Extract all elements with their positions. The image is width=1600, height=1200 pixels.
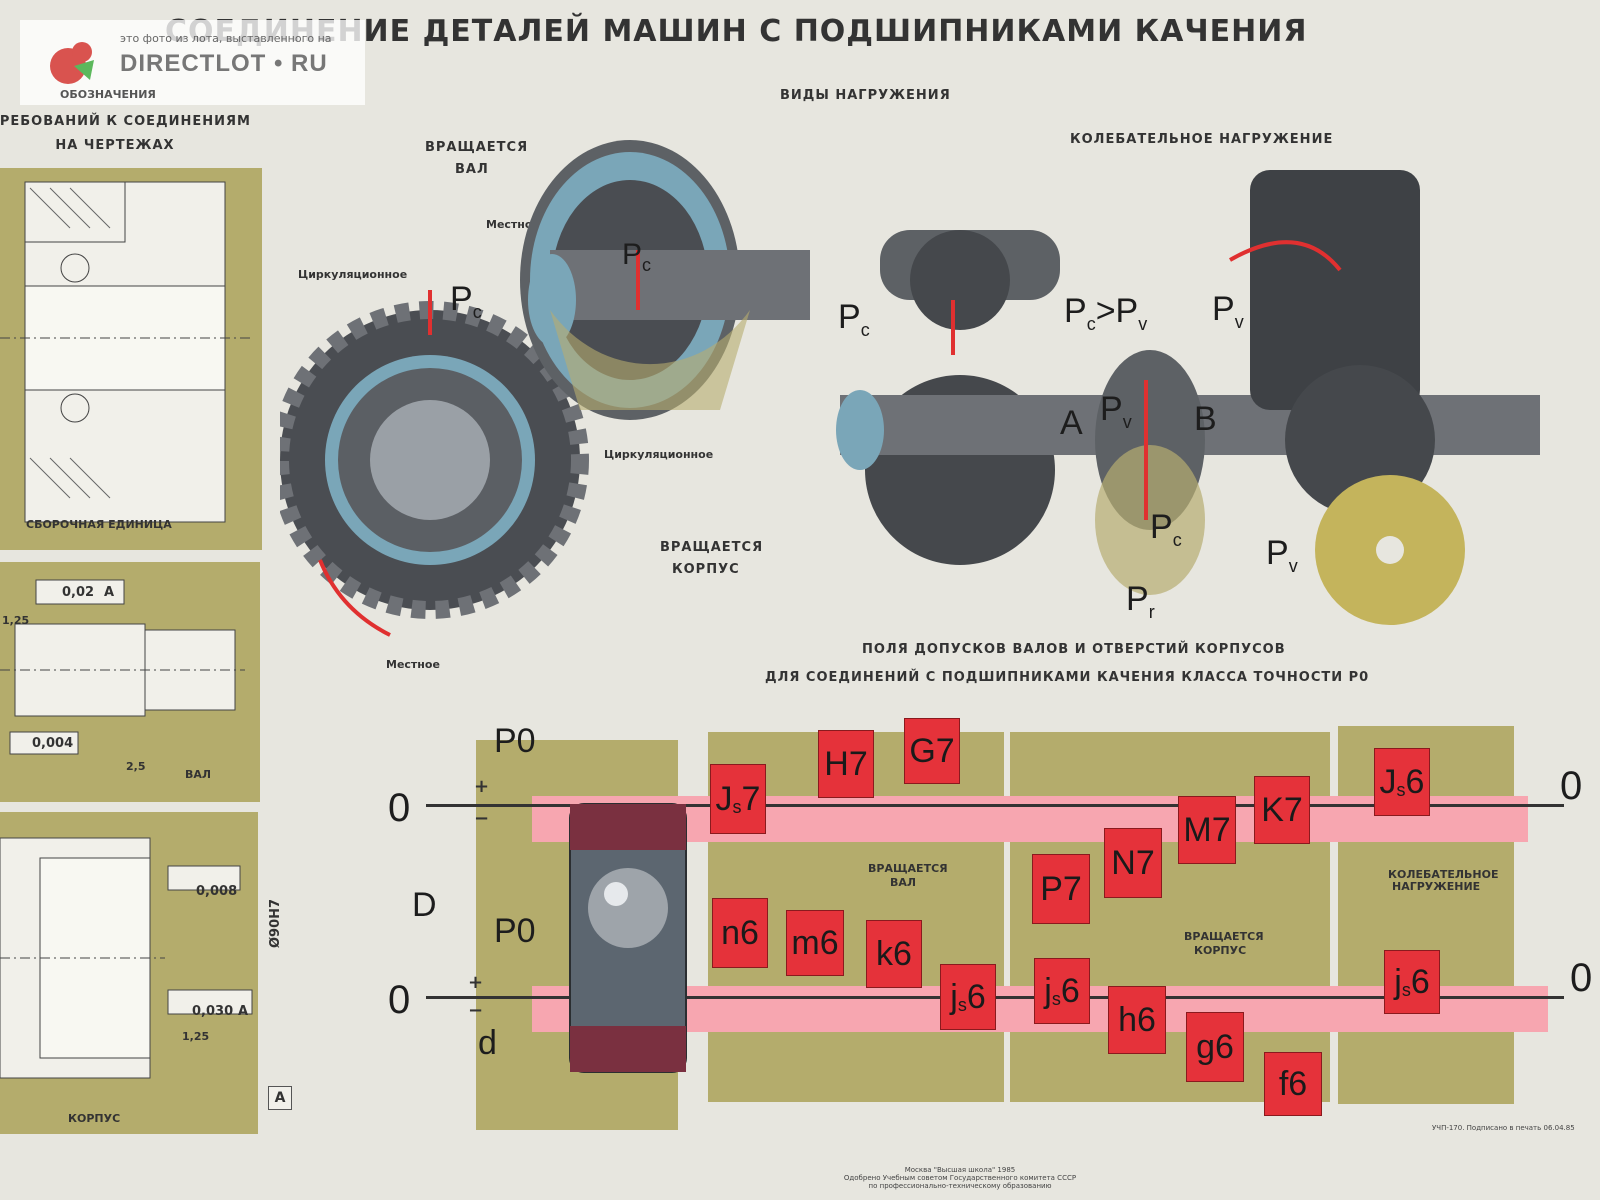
footer-code: УЧП-170. Подписано в печать 06.04.85 — [1432, 1124, 1575, 1132]
left-heading-1: ТРЕБОВАНИЙ К СОЕДИНЕНИЯМ — [0, 114, 251, 129]
circulating-label-bottom: Циркуляционное — [604, 448, 714, 461]
housing-drawing — [0, 837, 291, 1103]
plus-upper: + — [474, 776, 490, 797]
shaft-panel — [0, 562, 260, 802]
point-b-label: B — [1194, 400, 1217, 438]
housing-dimension: Ø90H7 — [268, 898, 283, 948]
minus-lower: − — [468, 1000, 484, 1021]
bearing-rotating-shaft — [520, 140, 810, 420]
assembly-label: СБОРОЧНАЯ ЕДИНИЦА — [26, 518, 172, 531]
pv-label-3: Pv — [1266, 534, 1298, 576]
shaft-roughness-1: 1,25 — [2, 614, 30, 627]
zero-label-left-lower: 0 — [388, 978, 411, 1022]
tag-N7: N7 — [1104, 828, 1162, 898]
housing-datum: A — [238, 1004, 249, 1019]
pc-gt-pv-label: Pc>Pv — [1064, 292, 1148, 334]
bearing-cross-section — [569, 803, 687, 1073]
section-osc-2: НАГРУЖЕНИЕ — [1392, 880, 1481, 893]
rotating-shaft-1: ВРАЩАЕТСЯ — [425, 140, 529, 155]
tag-n6: n6 — [712, 898, 768, 968]
tag-g6: g6 — [1186, 1012, 1244, 1082]
squirrel-logo-icon — [50, 42, 94, 84]
zero-line-upper — [426, 804, 1564, 807]
watermark-note: это фото из лота, выставленного на — [120, 32, 332, 45]
rotating-housing-2: КОРПУС — [672, 562, 740, 577]
shaft-cyl-value: 0,004 — [32, 736, 74, 751]
tag-h6: h6 — [1108, 986, 1166, 1054]
housing-runout-value: 0,030 — [192, 1004, 234, 1019]
shaft-runout-value: 0,02 — [62, 585, 95, 600]
housing-label: КОРПУС — [68, 1112, 121, 1125]
section-rot-housing-1: ВРАЩАЕТСЯ — [1184, 930, 1264, 943]
rotating-housing-1: ВРАЩАЕТСЯ — [660, 540, 764, 555]
housing-panel — [0, 812, 291, 1134]
loading-illustrations — [280, 140, 1540, 637]
rotating-shaft-2: ВАЛ — [455, 162, 489, 177]
minus-upper: − — [474, 808, 490, 829]
plus-lower: + — [468, 972, 484, 993]
oscillating-assembly — [836, 170, 1540, 625]
zero-label-left-upper: 0 — [388, 786, 411, 830]
tolerance-heading-2: ДЛЯ СОЕДИНЕНИЙ С ПОДШИПНИКАМИ КАЧЕНИЯ КЛ… — [765, 670, 1370, 685]
section-rot-housing-2: КОРПУС — [1194, 944, 1247, 957]
assembly-panel — [0, 168, 262, 550]
d-upper-label: D — [412, 886, 437, 924]
section-rot-shaft-1: ВРАЩАЕТСЯ — [868, 862, 948, 875]
pc-label-1: Pc — [450, 280, 482, 322]
pv-label-1: Pv — [1212, 290, 1244, 332]
assembly-drawing — [0, 181, 250, 523]
tag-G7: G7 — [904, 718, 960, 784]
local-label-bottom: Местное — [386, 658, 440, 671]
shaft-datum: A — [104, 585, 115, 600]
oscillating-heading: КОЛЕБАТЕЛЬНОЕ НАГРУЖЕНИЕ — [1070, 132, 1334, 147]
shaft-drawing — [0, 579, 245, 755]
local-label-top: Местное — [486, 218, 540, 231]
watermark-site: DIRECTLOT • RU — [120, 50, 328, 77]
d-lower-label: d — [478, 1024, 497, 1062]
left-heading-2: НА ЧЕРТЕЖАХ — [55, 138, 175, 153]
watermark: это фото из лота, выставленного на DIREC… — [20, 20, 365, 105]
pv-label-2: Pv — [1100, 390, 1132, 432]
pr-label: Pr — [1126, 580, 1155, 622]
section-osc-1: КОЛЕБАТЕЛЬНОЕ — [1388, 868, 1499, 881]
watermark-sub: ОБОЗНАЧЕНИЯ — [60, 88, 156, 101]
loading-heading: ВИДЫ НАГРУЖЕНИЯ — [780, 88, 951, 103]
circulating-label-top: Циркуляционное — [298, 268, 408, 281]
tolerance-heading-1: ПОЛЯ ДОПУСКОВ ВАЛОВ И ОТВЕРСТИЙ КОРПУСОВ — [862, 642, 1286, 657]
footer-publisher: Москва "Высшая школа" 1985 Одобрено Учеб… — [843, 1166, 1077, 1190]
shaft-roughness-2: 2,5 — [126, 760, 146, 773]
pc-label-4: Pc — [1150, 508, 1182, 550]
zero-label-right-lower: 0 — [1570, 956, 1593, 1000]
tag-k6: k6 — [866, 920, 922, 988]
pc-label-3: Pc — [838, 298, 870, 340]
p0-label-upper: P0 — [494, 722, 536, 760]
hole-tolerance-band — [532, 796, 1528, 842]
housing-datum-box: A — [268, 1086, 292, 1110]
housing-cyl-value: 0,008 — [196, 884, 238, 899]
section-rot-shaft-2: ВАЛ — [890, 876, 917, 889]
gear-rotating-housing — [280, 290, 589, 637]
housing-roughness: 1,25 — [182, 1030, 210, 1043]
shaft-label: ВАЛ — [185, 768, 212, 781]
point-a-label: A — [1060, 404, 1083, 442]
zero-label-right-upper: 0 — [1560, 764, 1583, 808]
tag-f6: f6 — [1264, 1052, 1322, 1116]
tag-m6: m6 — [786, 910, 844, 976]
p0-label-lower: P0 — [494, 912, 536, 950]
tag-M7: M7 — [1178, 796, 1236, 864]
tag-K7: K7 — [1254, 776, 1310, 844]
tag-P7: P7 — [1032, 854, 1090, 924]
tag-H7: H7 — [818, 730, 874, 798]
pc-label-2: Pc — [622, 238, 652, 275]
